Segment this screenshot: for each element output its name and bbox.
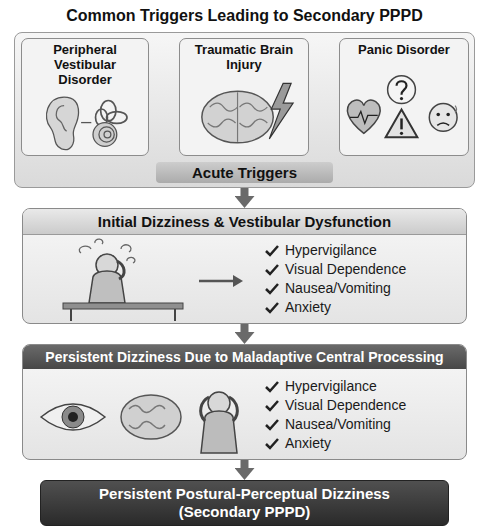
box-heading: Traumatic Brain Injury	[180, 39, 308, 73]
illustration-stroke	[229, 397, 237, 421]
block-arrow	[241, 460, 249, 468]
symptom-item: Visual Dependence	[285, 260, 406, 279]
illustration-stroke	[95, 239, 103, 244]
illustration-stroke	[107, 111, 127, 123]
illustration-stroke	[117, 261, 124, 279]
illustration-stroke	[266, 303, 278, 312]
illustration-stroke	[104, 131, 111, 138]
outcome-label: Persistent Postural-Perceptual Dizziness…	[65, 485, 425, 521]
symptom-list: HypervigilanceVisual DependenceNausea/Vo…	[285, 377, 406, 453]
trigger-box: Traumatic Brain Injury	[179, 38, 309, 156]
symptom-item: Anxiety	[285, 434, 406, 453]
illustration-stroke	[56, 105, 66, 130]
illustration-stroke	[266, 439, 278, 448]
illustration-stroke	[436, 113, 440, 117]
illustration-stroke	[237, 92, 238, 142]
illustration-stroke	[455, 105, 456, 112]
illustration-stroke	[266, 420, 278, 429]
illustration-stroke	[89, 271, 125, 303]
illustration-stroke	[266, 246, 278, 255]
illustration-stroke	[400, 118, 402, 129]
symptom-item: Nausea/Vomiting	[285, 415, 406, 434]
trigger-box: Panic Disorder	[339, 38, 469, 156]
trigger-box: Peripheral Vestibular Disorder	[21, 38, 149, 156]
trigger-band-label: Acute Triggers	[156, 162, 333, 183]
box-heading: Initial Dizziness & Vestibular Dysfuncti…	[23, 209, 466, 235]
illustration-stroke	[446, 113, 450, 117]
illustration-stroke	[266, 284, 278, 293]
illustration-stroke	[129, 422, 165, 429]
illustration-stroke	[127, 257, 135, 263]
illustration-stroke	[208, 119, 236, 127]
illustration-stroke	[388, 76, 416, 104]
block-arrow	[241, 324, 249, 332]
stage-box: Persistent Dizziness Due to Maladaptive …	[22, 344, 467, 460]
brain-illustration	[180, 77, 307, 153]
illustration-stroke	[201, 411, 237, 453]
box-heading: Persistent Dizziness Due to Maladaptive …	[23, 345, 466, 369]
illustration-stroke	[266, 246, 278, 312]
illustration-stroke	[397, 81, 407, 94]
block-arrow	[241, 188, 249, 196]
illustration-stroke	[210, 103, 238, 111]
illustration-stroke	[199, 280, 235, 283]
illustration-stroke	[266, 382, 278, 391]
stage-box: Initial Dizziness & Vestibular Dysfuncti…	[22, 208, 467, 324]
diagram-title: Common Triggers Leading to Secondary PPP…	[0, 7, 489, 25]
illustration-stroke	[386, 109, 418, 137]
box-heading: Panic Disorder	[340, 39, 468, 58]
symptom-item: Anxiety	[285, 298, 406, 317]
illustration-stroke	[99, 127, 114, 142]
illustration-stroke	[240, 119, 268, 127]
symptom-list: HypervigilanceVisual DependenceNausea/Vo…	[285, 241, 406, 317]
symptom-item: Visual Dependence	[285, 396, 406, 415]
illustration-stroke	[347, 100, 380, 133]
illustration-stroke	[121, 395, 181, 439]
illustration-stroke	[62, 406, 84, 428]
illustration-stroke	[400, 97, 403, 100]
illustration-stroke	[266, 265, 278, 274]
symptom-item: Nausea/Vomiting	[285, 279, 406, 298]
illustration-stroke	[46, 97, 78, 150]
illustration-stroke	[41, 404, 105, 430]
symptom-item: Hypervigilance	[285, 377, 406, 396]
illustration-stroke	[63, 303, 183, 309]
illustration-stroke	[101, 100, 116, 120]
symptom-item: Hypervigilance	[285, 241, 406, 260]
illustration-stroke	[93, 122, 117, 146]
illustration-stroke	[129, 406, 165, 413]
illustration-stroke	[121, 245, 131, 252]
outcome-box: Persistent Postural-Perceptual Dizziness…	[40, 480, 449, 526]
illustration-stroke	[429, 104, 457, 132]
trigger-panel: Peripheral Vestibular Disorder Traumatic…	[14, 32, 475, 188]
illustration-stroke	[79, 246, 91, 253]
illustration-stroke	[269, 83, 293, 139]
panic-illustration	[340, 62, 467, 153]
illustration-stroke	[68, 412, 78, 422]
illustration-stroke	[437, 123, 449, 125]
illustration-stroke	[202, 91, 273, 143]
illustration-stroke	[350, 111, 378, 123]
illustration-stroke	[266, 401, 278, 410]
illustration-stroke	[233, 275, 243, 287]
illustration-stroke	[71, 309, 175, 321]
box-heading: Peripheral Vestibular Disorder	[22, 39, 148, 88]
illustration-stroke	[266, 382, 278, 448]
illustration-stroke	[201, 397, 209, 421]
illustration-stroke	[240, 103, 268, 111]
ear-illustration	[22, 92, 147, 153]
illustration-stroke	[81, 122, 91, 123]
illustration-stroke	[400, 132, 403, 135]
